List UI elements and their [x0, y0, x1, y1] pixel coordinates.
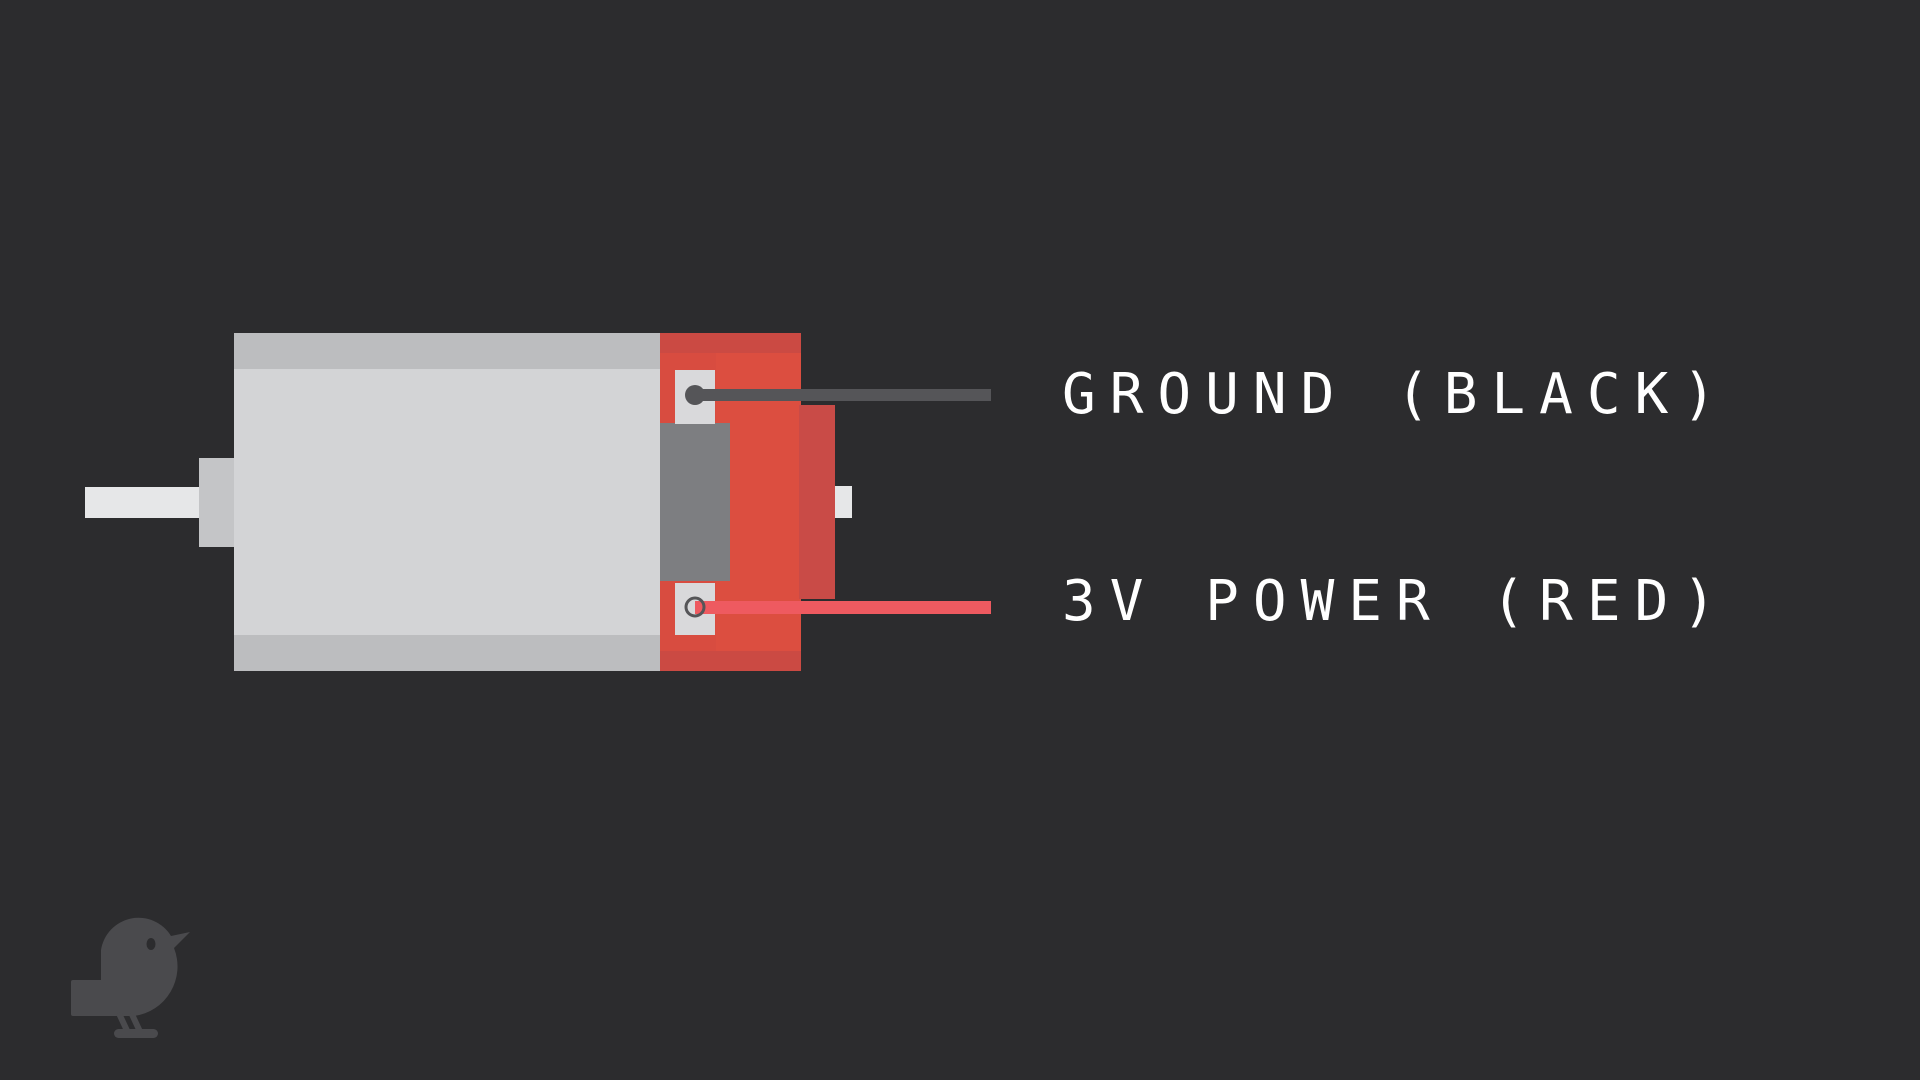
motor-brush-holder — [660, 423, 730, 581]
ground-wire — [685, 385, 991, 405]
motor-rear-bump — [799, 405, 835, 599]
motor-body — [234, 333, 662, 671]
bird-logo-icon — [71, 917, 190, 1038]
motor-bearing-collar — [199, 458, 234, 547]
ground-wire-label: GROUND (BLACK) — [1062, 362, 1731, 427]
motor-shaft — [85, 487, 201, 518]
motor-rear-shaft — [835, 486, 852, 518]
power-wire — [684, 596, 991, 618]
power-wire-label: 3V POWER (RED) — [1062, 569, 1731, 634]
